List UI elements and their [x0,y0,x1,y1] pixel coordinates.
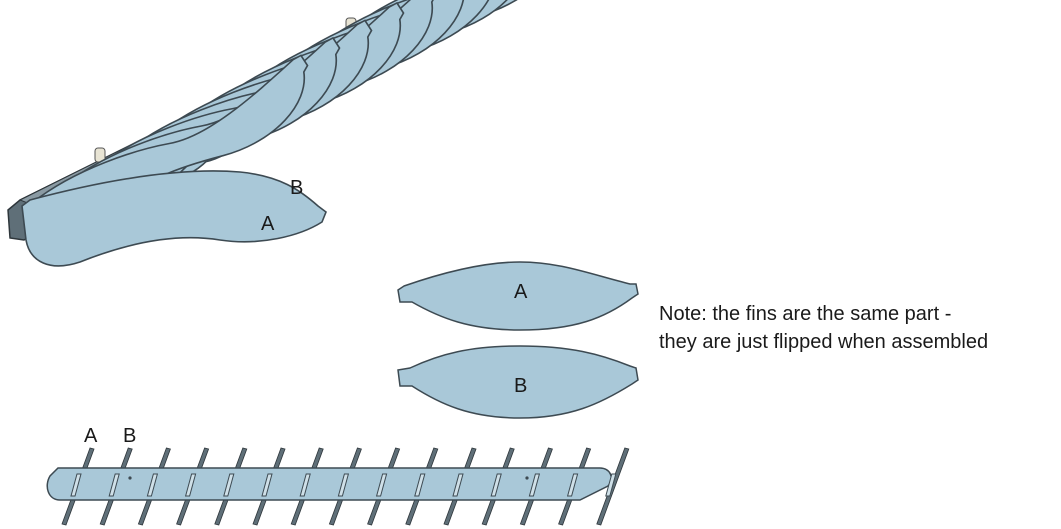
fin-part-b: B [397,345,639,419]
assembly-label-a: A [261,213,275,235]
spine-slot [146,473,159,497]
fin-b-label: B [514,375,527,397]
fin-stack [21,0,649,267]
spine-slot [566,473,579,497]
spine-slot [223,473,235,497]
spine-hole-left [128,476,132,480]
spine-slot [528,473,541,497]
fin-part-a: A [397,261,639,331]
note-line-1: Note: the fins are the same part - [659,303,952,325]
fin-a-label: A [514,281,528,303]
isometric-assembly: B A [7,0,649,267]
spine-slot [299,473,311,497]
spine-slot [452,473,464,497]
spine-body [46,467,612,501]
spine-slot [414,473,426,497]
spine-slot [337,473,350,497]
spine-label-b: B [123,425,136,447]
spine-slot [490,473,502,497]
assembly-front-fin [21,170,327,267]
assembly-note: Note: the fins are the same part - they … [659,300,1059,356]
spine-slot [184,473,197,497]
spine-slots [70,473,617,497]
spine-slot [70,473,82,497]
spine-slot [108,473,120,497]
note-line-2: they are just flipped when assembled [659,331,989,353]
spine-label-a: A [84,425,98,447]
spine-top-view: A B [46,425,630,526]
spine-slot [605,473,617,497]
assembly-label-b: B [290,177,303,199]
spine-slot [375,473,388,497]
spine-slot [261,473,273,497]
spine-hole-right [525,476,529,480]
